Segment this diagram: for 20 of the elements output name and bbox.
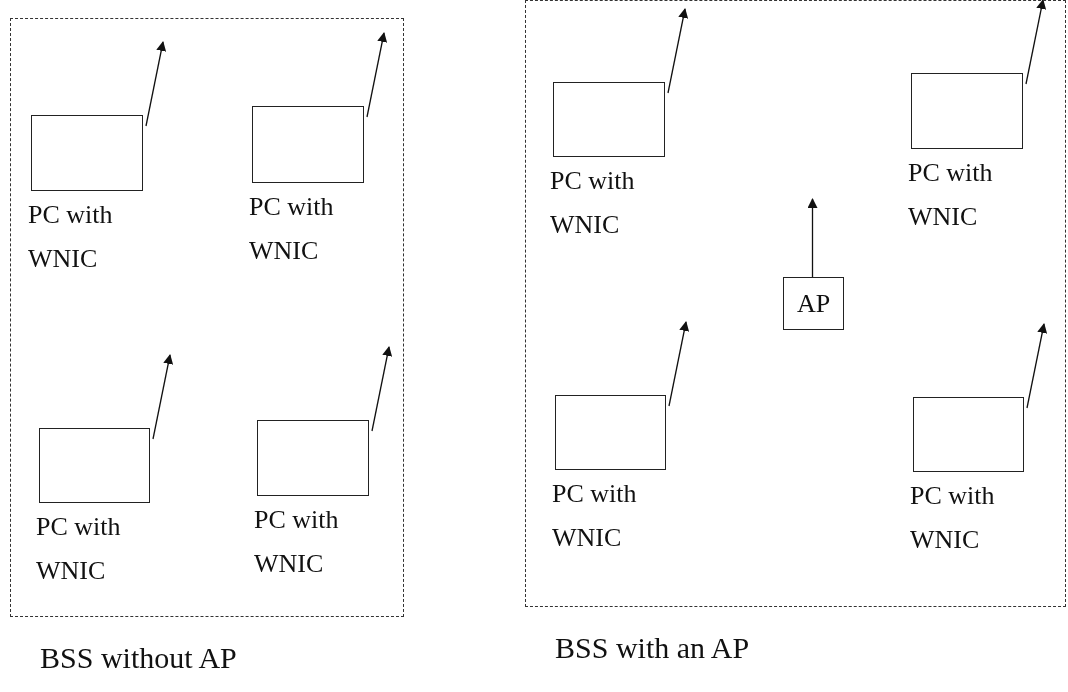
device-label: PC with WNIC [908,157,994,233]
signal-arrow [366,32,388,118]
device-label: PC with WNIC [249,191,335,267]
signal-arrow [145,41,167,127]
signal-arrow [152,354,174,440]
device-label: PC with WNIC [28,199,114,275]
access-point-box: AP [783,277,844,330]
device-label: PC with WNIC [552,478,638,554]
device-label: PC with WNIC [910,480,996,556]
signal-arrow [371,346,393,432]
signal-arrow [1026,323,1048,409]
signal-arrow [668,321,690,407]
area-heading: BSS with an AP [555,631,750,665]
signal-arrow [1025,0,1047,85]
device-label: PC with WNIC [550,165,636,241]
device-label: PC with WNIC [36,511,122,587]
signal-arrow [807,198,818,278]
area-heading: BSS without AP [40,641,237,675]
signal-arrow [667,8,689,94]
device-label: PC with WNIC [254,504,340,580]
